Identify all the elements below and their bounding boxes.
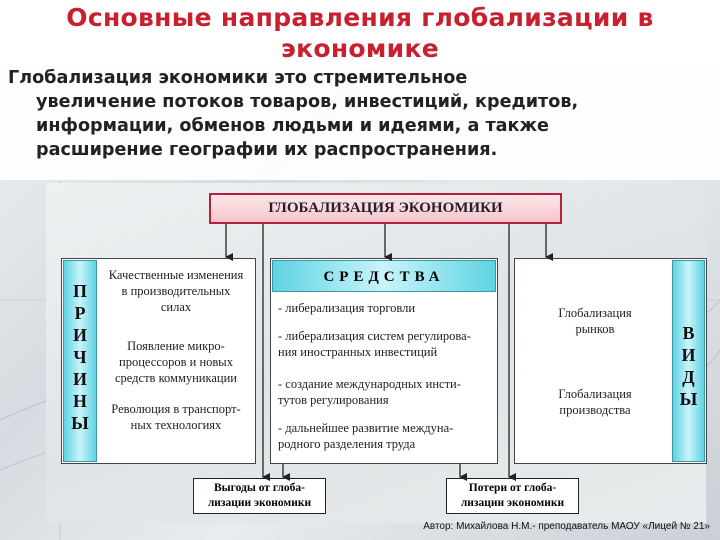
body-band	[0, 66, 720, 180]
definition-line: информации, обменов людьми и идеями, а т…	[36, 116, 549, 136]
cause-item-3: Революция в транспорт-ных технологиях	[111, 402, 241, 432]
means-panel	[270, 258, 498, 464]
definition-line: увеличение потоков товаров, инвестиций, …	[36, 92, 579, 112]
author-footer: Автор: Михайлова Н.М.- преподаватель МАО…	[423, 521, 710, 532]
benefits-box: Выгоды от глоба-лизации экономики	[193, 478, 326, 514]
types-label-bar	[672, 260, 705, 462]
globalization-header-box: ГЛОБАЛИЗАЦИЯ ЭКОНОМИКИ	[209, 193, 562, 224]
types-vertical-label: В И Д Ы	[679, 323, 698, 409]
title-line-1: Основные направления глобализации в	[66, 3, 654, 32]
means-item-2: - либерализация систем регулирова-ния ин…	[278, 329, 471, 359]
definition-line: расширение географии их распространения.	[36, 140, 498, 160]
definition-text: Глобализация экономики это стремительное…	[8, 66, 720, 162]
means-header-bar	[272, 260, 496, 292]
causes-label-bar	[63, 260, 97, 462]
slide-title: Основные направления глобализации в экон…	[0, 2, 720, 64]
definition-line: Глобализация экономики это стремительное	[8, 68, 468, 88]
title-line-2: экономике	[281, 34, 439, 63]
losses-box: Потери от глоба-лизации экономики	[446, 478, 579, 514]
causes-vertical-label: П Р И Ч И Н Ы	[71, 281, 89, 433]
means-item-4: - дальнейшее развитие междуна-родного ра…	[278, 421, 454, 451]
means-item-3: - создание международных инсти-тутов рег…	[278, 377, 461, 407]
means-item-1: - либерализация торговли	[278, 301, 416, 315]
means-header: СРЕДСТВА	[323, 269, 445, 285]
title-band	[0, 0, 720, 66]
